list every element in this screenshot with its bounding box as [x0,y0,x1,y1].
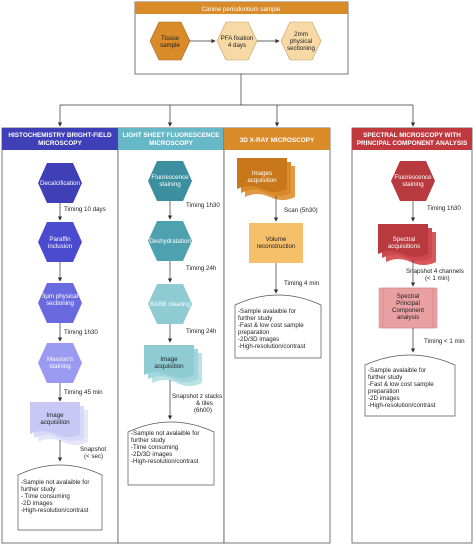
notes-card [127,421,215,486]
step-volume-reconstruction [249,223,303,263]
column-header-bar [118,128,224,150]
step-deshydratation [148,221,192,261]
step-massons-staining [38,343,82,383]
notes-card [234,294,322,359]
step-babb-clearing [148,284,192,324]
step-fluorescence-staining-spectral [391,161,435,201]
step-label: Decalcification [40,180,80,187]
timing-label: Timing 1h30 [186,202,220,209]
step-decalcification [38,163,82,203]
step-paraffin-inclusion [38,222,82,262]
step-label: Deshydratation [149,238,191,245]
timing-label: Timing 24h [186,328,217,335]
column-header: 3D X-RAY MICROSCOPY [240,137,315,144]
step-spectral-acquisitions [378,224,436,265]
step-spectral-pca [378,287,438,329]
timing-label: Timing < 1 min [424,338,465,345]
step-pfa-fixation [216,21,258,61]
timing-label: Timing 1h30 [427,205,461,212]
timing-label: Timing 1h30 [64,329,98,336]
column-header-bar [352,128,472,150]
notes-card [364,354,456,417]
step-spectral-pca-inner [382,287,434,329]
step-images-acquisition [237,158,295,200]
column-header-bar [2,128,118,150]
step-physical-sectioning-3um [38,283,82,323]
timing-label: Timing 45 min [64,389,103,396]
step-label: BABB clearing [150,301,190,308]
notes-card [17,464,103,531]
timing-label: Timing 4 min [284,280,320,287]
top-header-bar [135,2,348,14]
timing-label: Timing 24h [186,265,217,272]
timing-label: Timing 10 days [64,206,106,213]
step-fluorescence-staining [148,161,192,201]
top-title: Canine periodontium sample [202,6,281,13]
column-header-bar [224,128,330,150]
timing-label: Snapshot 4 channels(< 1 min) [406,268,464,282]
timing-label: Snapshot z stacks& tiles(6h00) [172,393,222,414]
timing-label: Snapshot(< sec) [80,446,106,460]
step-image-acquisition [30,402,88,445]
timing-label: Scan (5h30) [284,207,318,214]
step-physical-sectioning [280,21,322,61]
step-image-acquisition-lightsheet [144,345,202,386]
step-tissue-sample [149,21,191,61]
